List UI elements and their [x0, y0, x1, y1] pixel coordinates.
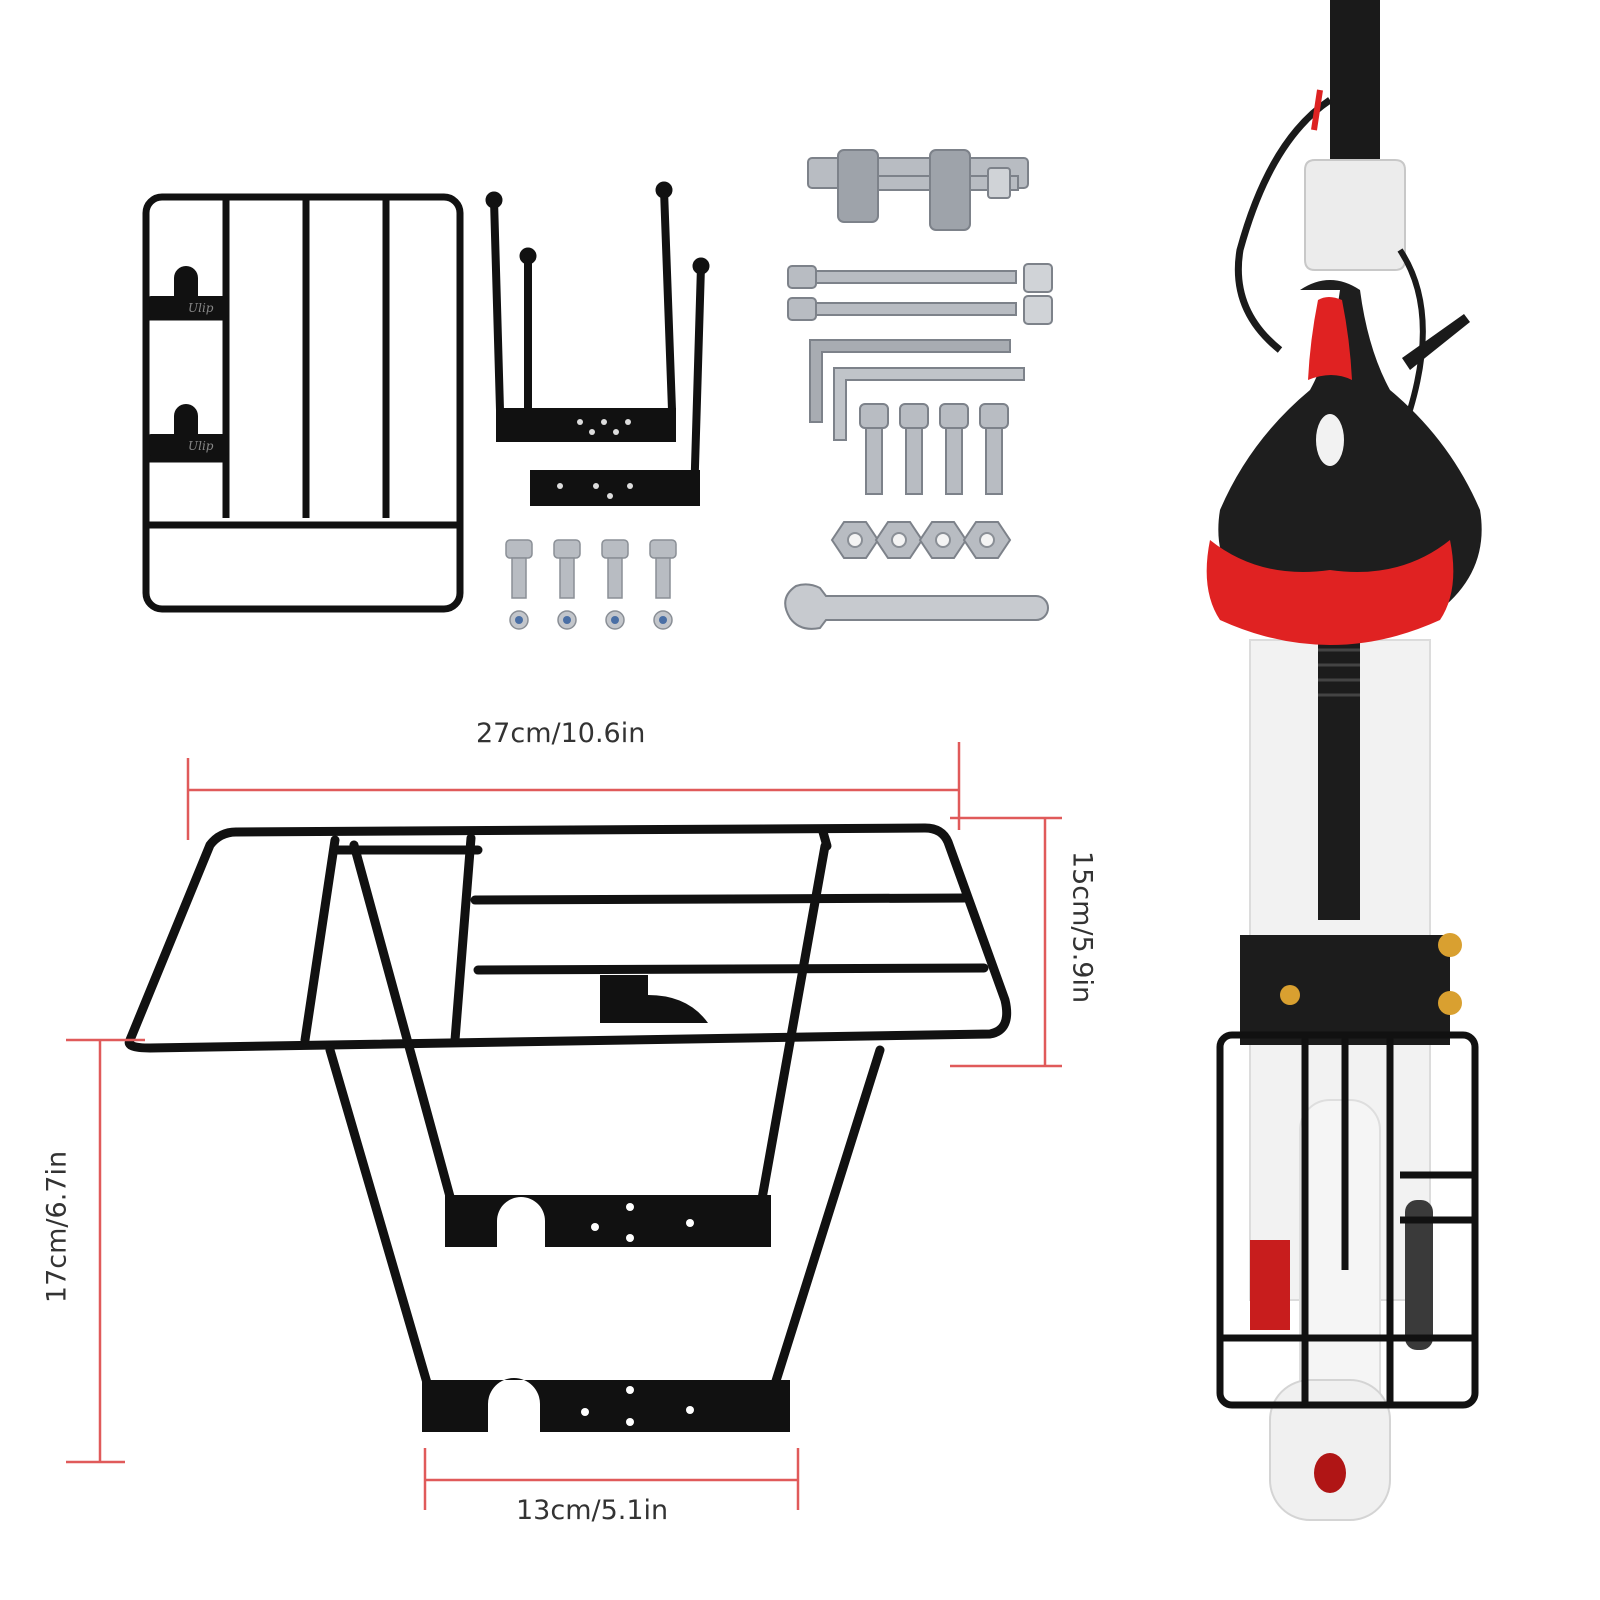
- dimension-width-label: 27cm/10.6in: [476, 718, 646, 749]
- dimension-height-label: 17cm/6.7in: [41, 1150, 73, 1304]
- rack-panel-flat: [142, 193, 464, 613]
- scooter-photo: [1206, 0, 1482, 1521]
- dimension-depth-label: 15cm/5.9in: [1066, 850, 1098, 1004]
- bracket-plates: [496, 408, 700, 506]
- bolts-small: [505, 539, 677, 630]
- hardware-kit: [784, 149, 1053, 630]
- rack-panel-clips: [148, 266, 228, 456]
- brand-mark: Ulip: [188, 439, 214, 453]
- scooter-rack: [1216, 1031, 1479, 1409]
- rack-3d-plates: [422, 975, 790, 1432]
- dimension-bottom-width-label: 13cm/5.1in: [516, 1495, 669, 1526]
- dimension-lines: [66, 742, 1062, 1510]
- brand-mark: Ulip: [188, 301, 214, 315]
- support-brackets: [485, 181, 710, 504]
- rack-3d: [124, 823, 1012, 1405]
